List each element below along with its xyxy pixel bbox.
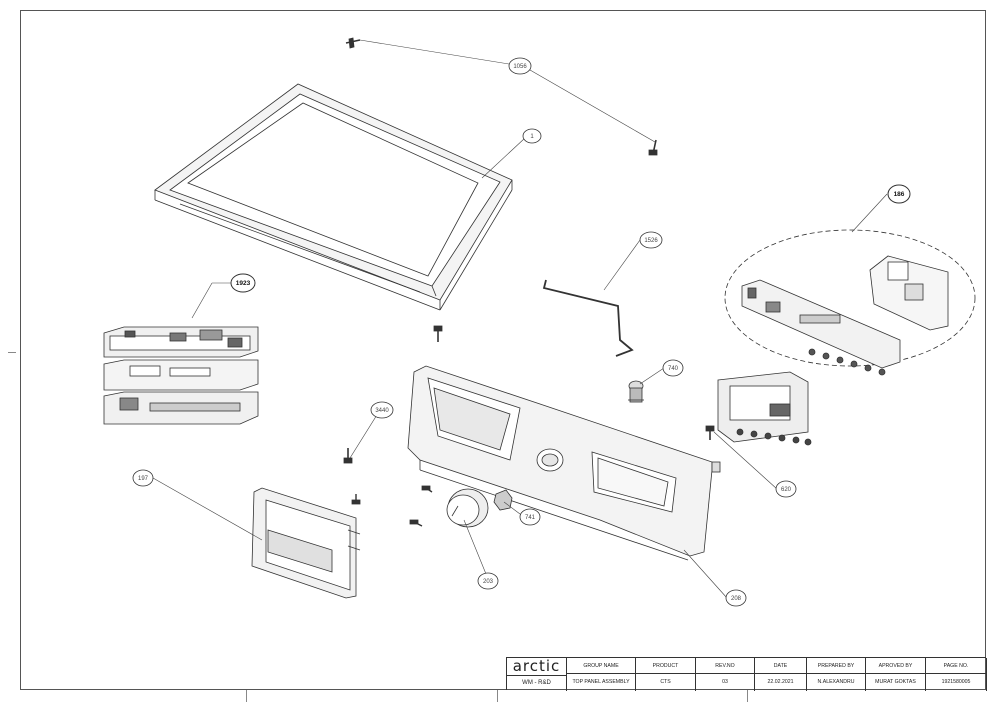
frame-tick-left bbox=[8, 352, 16, 353]
callout-1: 1 bbox=[522, 128, 542, 144]
display-module-620-part bbox=[717, 371, 812, 446]
screw-panel-1 bbox=[351, 494, 361, 505]
svg-text:1923: 1923 bbox=[236, 280, 251, 287]
svg-text:186: 186 bbox=[894, 191, 905, 198]
svg-text:197: 197 bbox=[138, 476, 149, 482]
value-rev-no: 03 bbox=[696, 674, 755, 691]
value-page-no: 1921580005 bbox=[926, 674, 987, 691]
callout-208: 208 bbox=[725, 589, 747, 607]
screw-panel-3 bbox=[409, 519, 423, 527]
callout-1923: 1923 bbox=[230, 273, 256, 293]
top-cover-part bbox=[154, 83, 513, 311]
callout-741: 741 bbox=[519, 508, 541, 526]
callout-740: 740 bbox=[662, 359, 684, 377]
header-product: PRODUCT bbox=[636, 658, 696, 674]
title-block: arctic WM - R&D GROUP NAME PRODUCT REV.N… bbox=[506, 657, 987, 691]
frame-tick-bottom-2 bbox=[497, 690, 498, 702]
value-group-name: TOP PANEL ASSEMBLY bbox=[567, 674, 636, 691]
screw-3440 bbox=[343, 448, 353, 464]
knob-shaft-741-part bbox=[493, 489, 513, 511]
header-rev-no: REV.NO bbox=[696, 658, 755, 674]
svg-text:208: 208 bbox=[731, 596, 742, 602]
callout-620: 620 bbox=[775, 480, 797, 498]
callout-3440: 3440 bbox=[370, 401, 394, 419]
value-date: 22.02.2021 bbox=[755, 674, 807, 691]
arctic-logo: arctic bbox=[507, 658, 567, 676]
screw-1056-right bbox=[648, 139, 658, 156]
screw-panel-2 bbox=[421, 485, 433, 493]
screw-620 bbox=[705, 425, 715, 440]
callout-1056: 1056 bbox=[508, 57, 532, 75]
svg-text:1526: 1526 bbox=[644, 238, 658, 244]
header-date: DATE bbox=[755, 658, 807, 674]
callout-186: 186 bbox=[887, 184, 911, 204]
frame-tick-bottom-1 bbox=[246, 690, 247, 702]
program-knob-203-part bbox=[446, 488, 489, 528]
svg-text:203: 203 bbox=[483, 579, 494, 585]
svg-text:740: 740 bbox=[668, 366, 679, 372]
callout-203: 203 bbox=[477, 572, 499, 590]
svg-text:620: 620 bbox=[781, 487, 792, 493]
leader-lines bbox=[152, 39, 888, 599]
value-prepared-by: N.ALEXANDRU bbox=[807, 674, 866, 691]
pcb-assembly-186-part bbox=[724, 229, 976, 376]
department-label: WM - R&D bbox=[507, 676, 567, 691]
screw-center bbox=[433, 325, 443, 342]
header-group-name: GROUP NAME bbox=[567, 658, 636, 674]
svg-text:1: 1 bbox=[530, 134, 534, 140]
knob-part-740 bbox=[628, 380, 644, 403]
control-panel-208-part bbox=[407, 365, 721, 561]
svg-text:741: 741 bbox=[525, 515, 536, 521]
header-prepared-by: PREPARED BY bbox=[807, 658, 866, 674]
drawing-frame bbox=[20, 10, 986, 690]
header-page-no: PAGE NO. bbox=[926, 658, 987, 674]
callout-197: 197 bbox=[132, 469, 154, 487]
value-aproved-by: MURAT GOKTAS bbox=[866, 674, 926, 691]
value-product: CTS bbox=[636, 674, 696, 691]
frame-tick-bottom-3 bbox=[747, 690, 748, 702]
svg-text:1056: 1056 bbox=[513, 64, 527, 70]
callout-1526: 1526 bbox=[639, 231, 663, 249]
svg-text:3440: 3440 bbox=[375, 408, 389, 414]
drawer-handle-197-part bbox=[251, 487, 361, 599]
header-aproved-by: APROVED BY bbox=[866, 658, 926, 674]
screw-1056-left bbox=[345, 37, 361, 49]
control-board-1923-part bbox=[103, 326, 259, 425]
hose-1526-part bbox=[542, 279, 634, 357]
